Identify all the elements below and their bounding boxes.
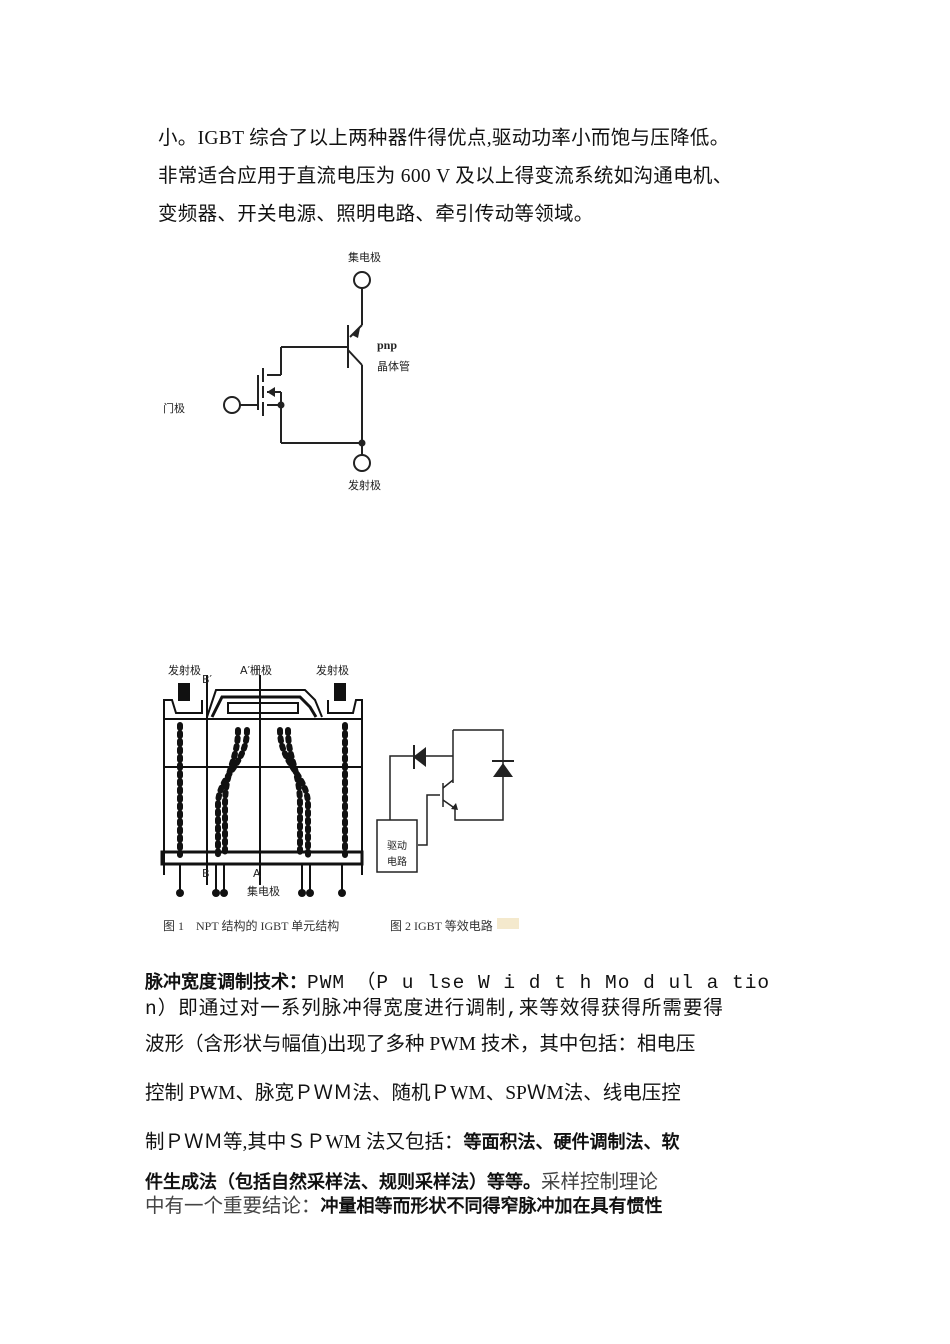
emitter-label: 发射极 [348, 479, 381, 492]
pwm-line-6-bold: 件生成法（包括自然采样法、规则采样法）等等。 [145, 1172, 541, 1193]
text-line: 非常适合应用于直流电压为 600 V 及以上得变流系统如沟通电机、 [158, 166, 733, 187]
b-label: B [202, 867, 210, 880]
gate-label: 门极 [163, 402, 185, 415]
gate-label: A′栅极 [240, 664, 273, 677]
text-line: 小。IGBT 综合了以上两种器件得优点,驱动功率小而饱与压降低。 [158, 128, 730, 149]
transistor-type-label: pnp [377, 338, 398, 352]
pwm-heading: 脉冲宽度调制技术： [145, 972, 307, 993]
emitter-right-label: 发射极 [316, 664, 349, 677]
a-label: A [253, 867, 261, 880]
pwm-line-7-bold: 冲量相等而形状不同得窄脉冲加在具有惯性 [320, 1196, 663, 1217]
pwm-line-7: 中有一个重要结论：冲量相等而形状不同得窄脉冲加在具有惯性 [145, 1189, 663, 1218]
drive-circuit-label-2: 电路 [387, 857, 407, 868]
pwm-line-6-normal: 采样控制理论 [541, 1172, 659, 1193]
npt-igbt-structure-figure: 发射极 B′ A′栅极 发射极 B A 集电极 [150, 655, 380, 905]
figure-2-caption: 图 2 IGBT 等效电路 [390, 919, 493, 933]
emitter-left-label: 发射极 [168, 664, 201, 677]
pwm-line-4: 控制 PWM、脉宽ＰＷＭ法、随机ＰWM、SPＷM法、线电压控 [145, 1083, 681, 1104]
b-prime-label: B′ [202, 673, 213, 686]
pwm-line-1: 脉冲宽度调制技术：PWM （P u lse W i d t h Mo d ul … [145, 965, 770, 994]
pwm-line-5-bold: 等面积法、硬件调制法、软 [463, 1132, 680, 1153]
drive-circuit-label-1: 驱动 [387, 841, 407, 852]
pwm-line-6: 件生成法（包括自然采样法、规则采样法）等等。采样控制理论 [145, 1165, 658, 1194]
pwm-line-5-normal: 制ＰＷＭ等,其中ＳＰWM 法又包括： [145, 1132, 464, 1153]
pwm-line-3: 波形（含形状与幅值)出现了多种 PWM 技术，其中包括：相电压 [145, 1034, 696, 1055]
text-line: 变频器、开关电源、照明电路、牵引传动等领域。 [158, 204, 594, 225]
collector-label: 集电极 [348, 251, 381, 264]
pwm-line-2: n）即通过对一系列脉冲得宽度进行调制,来等效得获得所需要得 [145, 998, 724, 1020]
transistor-label: 晶体管 [377, 360, 410, 373]
pwm-line-7-normal: 中有一个重要结论： [145, 1196, 321, 1217]
intro-paragraph: 小。IGBT 综合了以上两种器件得优点,驱动功率小而饱与压降低。 非常适合应用于… [158, 120, 818, 234]
figure-1-caption: 图 1 NPT 结构的 IGBT 单元结构 [163, 919, 340, 933]
pwm-definition-start: PWM （P u lse W i d t h Mo d ul a tio [307, 972, 771, 994]
watermark-logo [497, 918, 519, 929]
igbt-equivalent-circuit-figure-2: 驱动 电路 [370, 715, 530, 875]
pwm-line-5: 制ＰＷＭ等,其中ＳＰWM 法又包括：等面积法、硬件调制法、软 [145, 1125, 680, 1154]
igbt-circuit-diagram-icon [376, 729, 514, 873]
collector-label: 集电极 [247, 885, 280, 898]
igbt-equivalent-circuit-figure: 集电极 pnp 晶体管 门极 发射极 [155, 240, 435, 500]
npt-structure-diagram-icon [160, 675, 364, 897]
circuit-diagram-icon [223, 271, 371, 472]
